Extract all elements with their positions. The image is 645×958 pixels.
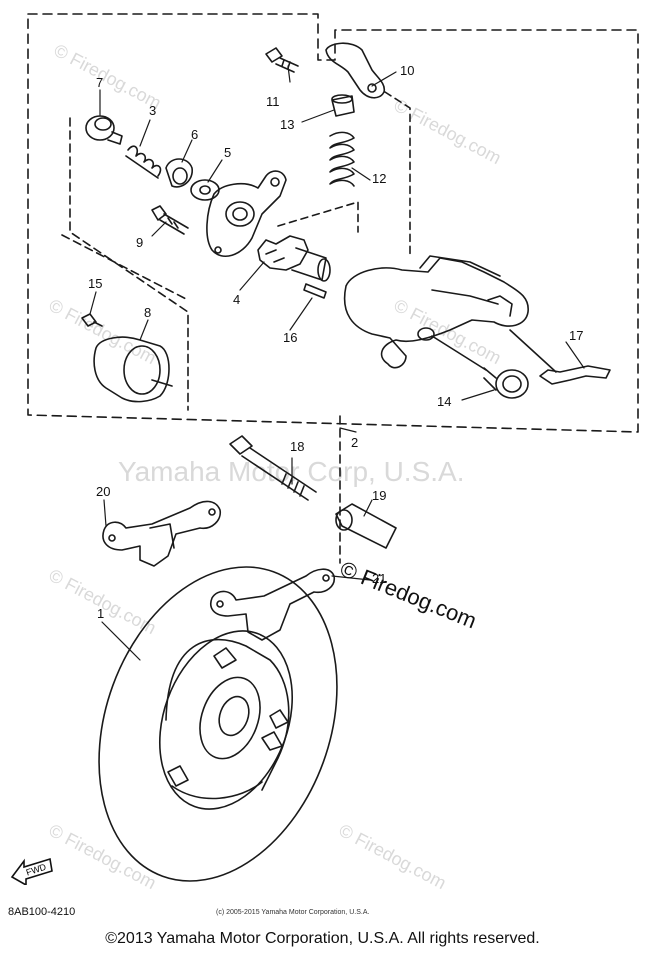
part-4-cam-shaft (257, 235, 331, 282)
callout-14: 14 (437, 394, 452, 409)
small-copyright: (c) 2005-2015 Yamaha Motor Corporation, … (216, 909, 370, 916)
part-14-pin (431, 335, 529, 399)
callout-1: 1 (97, 606, 105, 621)
callout-20: 20 (96, 484, 111, 499)
part-19-sleeve (335, 503, 397, 549)
part-12-spring (329, 131, 355, 187)
callout-17: 17 (569, 328, 584, 343)
part-3-spring (125, 145, 162, 179)
callout-5: 5 (224, 145, 232, 160)
part-18-bolt (229, 435, 317, 501)
leader-lines (89, 65, 585, 661)
part-8-cover (93, 336, 173, 403)
callout-3: 3 (149, 103, 157, 118)
callout-8: 8 (144, 305, 152, 320)
callout-19: 19 (372, 488, 387, 503)
callout-6: 6 (191, 127, 199, 142)
callout-4: 4 (233, 292, 241, 307)
part-21-pad (210, 568, 336, 641)
part-15-bolt (81, 313, 103, 327)
sub-assembly-boundary (69, 117, 189, 411)
callout-12: 12 (372, 171, 387, 186)
callout-11: 11 (266, 94, 280, 109)
part-5-bracket (206, 170, 287, 258)
part-20-pad (102, 500, 222, 567)
callout-10: 10 (400, 63, 415, 78)
part-11-bolt (265, 47, 299, 73)
part-6-collar (165, 158, 193, 188)
callout-15: 15 (88, 276, 103, 291)
part-17-clip (509, 329, 611, 385)
callout-16: 16 (283, 330, 298, 345)
part-10-bracket (325, 42, 386, 99)
callout-7: 7 (96, 75, 104, 90)
part-13-cap (331, 94, 355, 117)
diagram-code: 8AB100-4210 (8, 906, 76, 918)
assembly-boundary (27, 13, 639, 433)
callout-21: 21 (372, 571, 387, 586)
callout-13: 13 (280, 117, 295, 132)
callout-2: 2 (351, 435, 359, 450)
fwd-arrow-icon: FWD (10, 857, 53, 885)
part-5-washer (190, 179, 220, 201)
callout-18: 18 (290, 439, 305, 454)
callout-9: 9 (136, 235, 144, 250)
part-16-pin (303, 283, 327, 299)
part-1-disc (98, 566, 338, 882)
part-7-knob (85, 115, 123, 145)
part-9-bolt (151, 205, 189, 235)
footer-copyright: ©2013 Yamaha Motor Corporation, U.S.A. A… (105, 930, 540, 947)
part-2-caliper-body (343, 255, 529, 369)
